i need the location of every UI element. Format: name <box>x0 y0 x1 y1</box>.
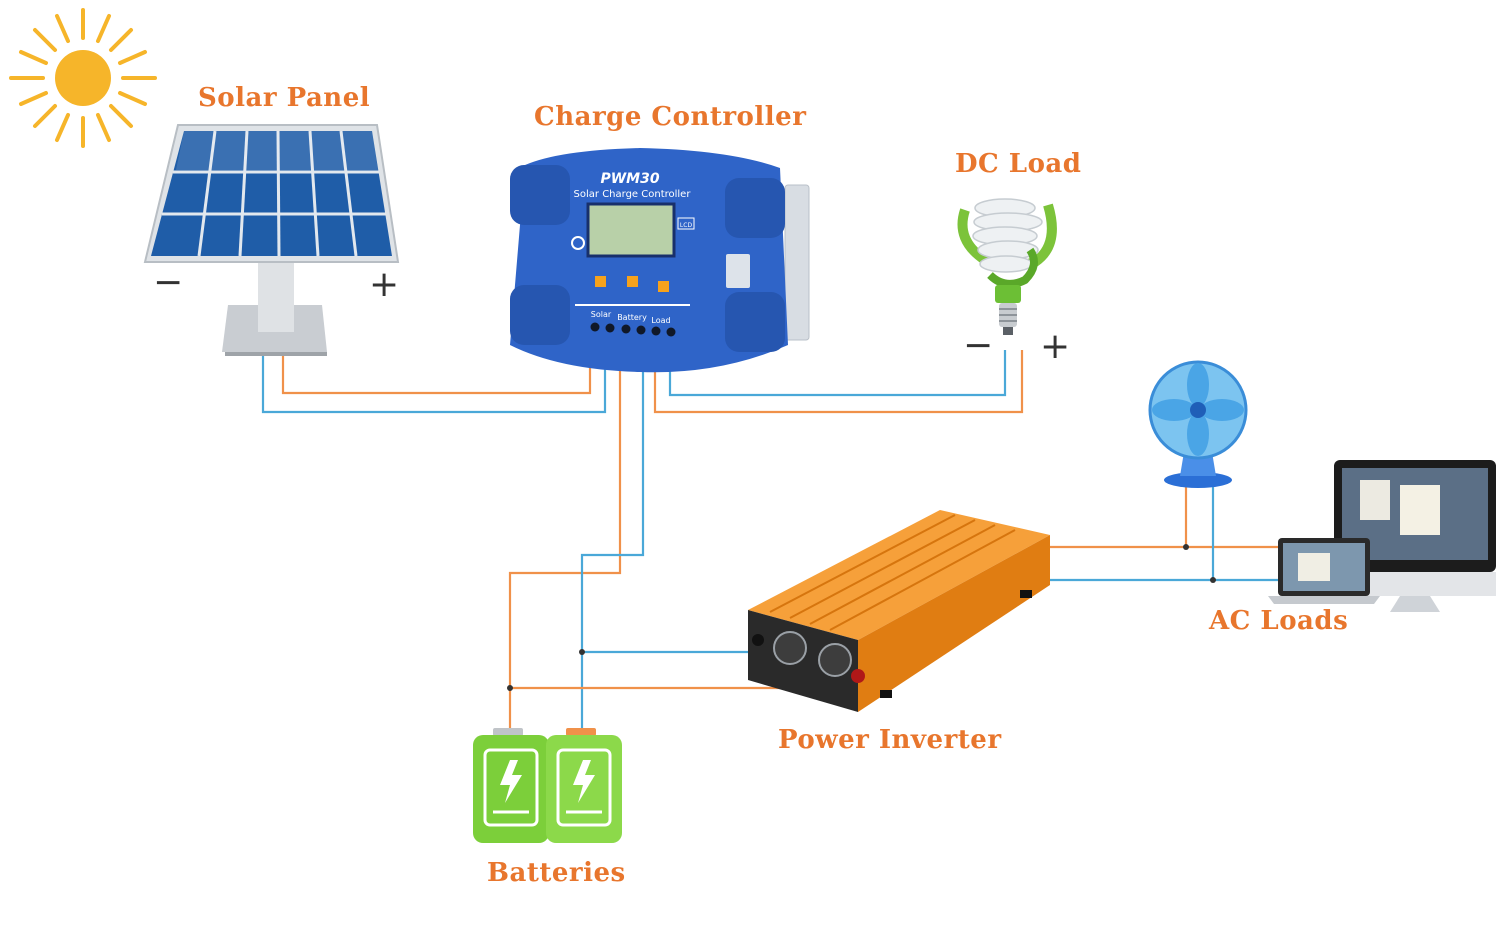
dc-load-plus: + <box>1040 326 1070 367</box>
battery-icon <box>473 728 549 843</box>
computers-icon <box>1268 460 1496 612</box>
dc-load-minus: − <box>963 325 993 366</box>
power-inverter-label: Power Inverter <box>778 725 1002 755</box>
desk-fan-icon <box>1148 360 1248 488</box>
solar-panel-minus: − <box>153 262 183 303</box>
wire-battery-negative <box>580 348 645 728</box>
lcd-tag <box>677 217 695 230</box>
cfl-bulb-icon <box>957 198 1057 335</box>
ac-loads-label: AC Loads <box>1209 606 1349 636</box>
wire-battery-positive <box>508 348 622 728</box>
power-inverter-icon <box>748 510 1050 712</box>
controller-subtitle: Solar Charge Controller <box>574 189 692 200</box>
dc-load-label: DC Load <box>955 149 1082 179</box>
lcd-tag-text: LCD <box>680 222 693 229</box>
solar-panel-plus: + <box>369 264 399 305</box>
battery-icon <box>546 728 622 843</box>
charge-controller-label: Charge Controller <box>534 102 807 132</box>
wire-solar-positive <box>281 348 592 395</box>
sun-icon <box>9 8 157 148</box>
terminal-solar-label: Solar <box>591 310 612 319</box>
wire-solar-negative <box>261 348 607 414</box>
solar-panel-label: Solar Panel <box>198 83 371 113</box>
charge-controller-icon: PWM30 Solar Charge Controller LCD Solar … <box>510 148 810 373</box>
solar-panel-icon <box>143 124 400 356</box>
batteries-label: Batteries <box>487 858 626 888</box>
wire-dc-load-positive <box>653 348 1024 414</box>
controller-model: PWM30 <box>600 171 659 187</box>
terminal-load-label: Load <box>651 316 670 325</box>
terminal-battery-label: Battery <box>617 313 647 322</box>
